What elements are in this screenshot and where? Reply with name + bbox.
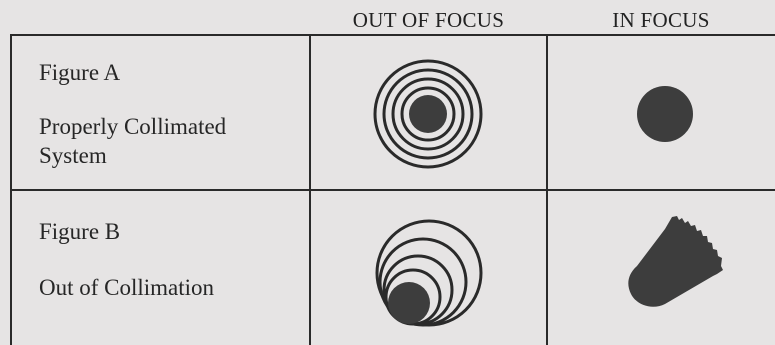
table-top-border bbox=[10, 34, 775, 36]
column-divider-2 bbox=[546, 34, 548, 345]
figure-a-out-of-focus-rings bbox=[373, 59, 483, 169]
row-a-figure-label: Figure A bbox=[39, 58, 120, 87]
row-b-description-line1: Out of Collimation bbox=[39, 273, 214, 302]
column-divider-1 bbox=[309, 34, 311, 345]
row-b-figure-label: Figure B bbox=[39, 217, 120, 246]
table-middle-border bbox=[10, 189, 775, 191]
figure-a-in-focus-dot bbox=[635, 84, 695, 144]
row-a-description-line2: System bbox=[39, 141, 107, 170]
row-a-description-line1: Properly Collimated bbox=[39, 112, 226, 141]
figure-b-out-of-focus-rings bbox=[373, 215, 483, 330]
table-left-border bbox=[10, 34, 12, 345]
header-in-focus: IN FOCUS bbox=[547, 8, 775, 33]
header-out-of-focus: OUT OF FOCUS bbox=[310, 8, 547, 33]
figure-b-in-focus-coma-flare bbox=[625, 214, 725, 314]
